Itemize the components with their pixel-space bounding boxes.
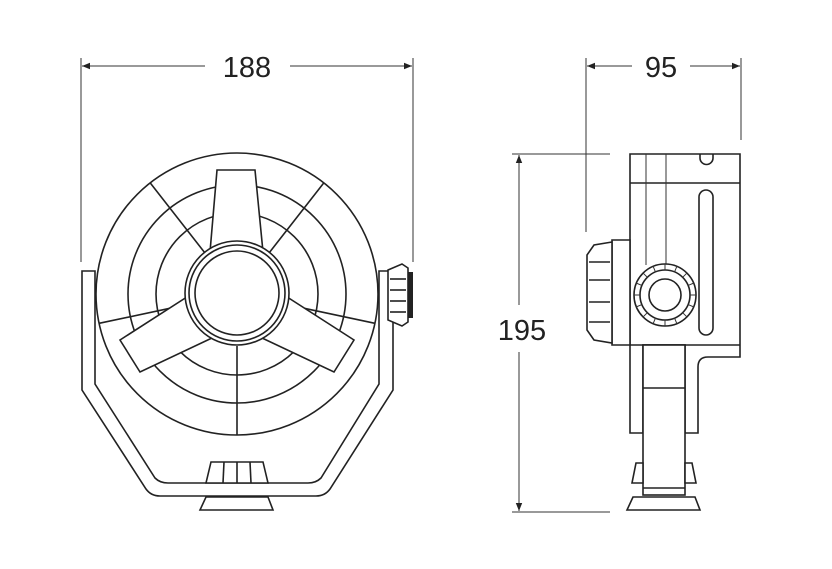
grip-tick <box>682 272 688 278</box>
dimension-depth-label: 95 <box>645 52 677 84</box>
grip-tick <box>642 312 648 318</box>
grip-tick <box>682 312 688 318</box>
pivot-knob-center <box>648 278 682 312</box>
fan-hub-inner <box>194 250 280 336</box>
guard-spoke <box>149 182 206 254</box>
dimension-width-label: 188 <box>223 52 271 84</box>
grip-tick <box>674 266 678 273</box>
dimension-height: 195 <box>498 153 610 513</box>
top-notch <box>699 154 714 166</box>
grip-tick <box>636 282 643 286</box>
tilt-knob <box>204 461 270 484</box>
rear-knob <box>586 239 631 346</box>
grip-tick <box>674 317 678 324</box>
fan-blade-top <box>209 169 264 253</box>
dimension-depth: 95 <box>585 52 742 232</box>
base-foot <box>198 496 275 511</box>
knob-cap <box>408 272 413 318</box>
grip-tick <box>687 282 694 286</box>
side-knob <box>387 263 413 327</box>
knob-body <box>387 263 409 327</box>
guard-spoke <box>268 182 325 254</box>
mounting-slot <box>698 189 714 336</box>
dimension-width: 188 <box>80 52 414 262</box>
pivot-knob-grip <box>634 264 696 326</box>
fan-hub-rim <box>188 244 286 342</box>
grip-tick <box>642 272 648 278</box>
front-view <box>81 152 413 511</box>
neck <box>642 344 686 496</box>
grip-tick <box>652 266 656 273</box>
base-foot <box>625 496 702 511</box>
foot-tab <box>684 462 697 484</box>
grip-tick <box>687 304 694 308</box>
dimension-height-label: 195 <box>498 315 546 347</box>
grip-tick <box>652 317 656 324</box>
bracket <box>81 270 394 497</box>
fan-hub-outer <box>184 240 290 346</box>
grip-tick <box>636 304 643 308</box>
foot-tab <box>631 462 644 484</box>
side-view <box>586 153 741 511</box>
